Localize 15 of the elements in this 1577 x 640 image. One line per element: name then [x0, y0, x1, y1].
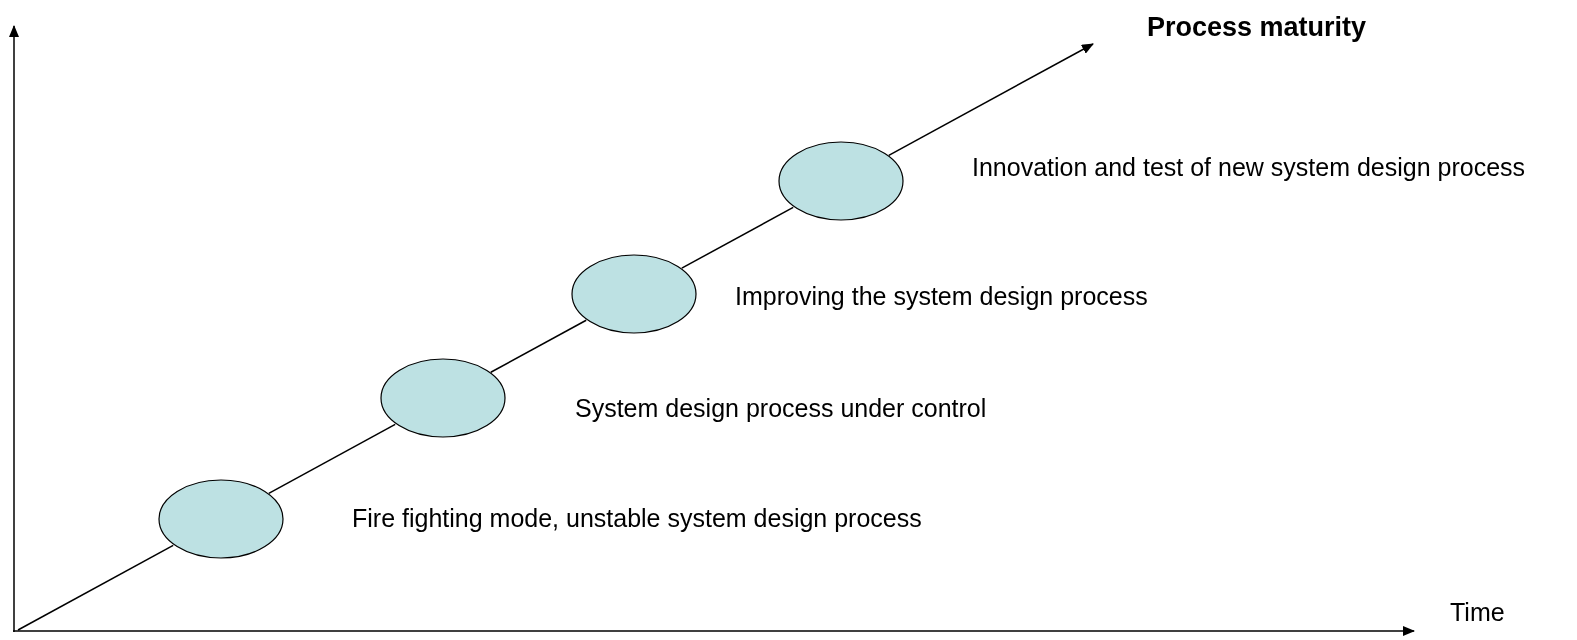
connector-line: [17, 544, 174, 631]
connector-line: [268, 423, 396, 495]
connector-line: [490, 319, 587, 373]
stage-ellipse: [571, 254, 697, 335]
connector-line: [681, 206, 794, 269]
stage-ellipse: [380, 358, 506, 439]
stage-ellipse: [158, 479, 284, 560]
stage-description: Fire fighting mode, unstable system design process: [352, 503, 922, 534]
stage-ellipse: [778, 141, 904, 222]
stage-description: System design process under control: [575, 393, 987, 424]
axis-label: Time: [1450, 598, 1505, 627]
stage-description: Improving the system design process: [735, 281, 1148, 312]
stage-description: Innovation and test of new system design process: [972, 152, 1527, 183]
axis-title: Process maturity: [1147, 12, 1367, 43]
arrow: [888, 43, 1094, 157]
